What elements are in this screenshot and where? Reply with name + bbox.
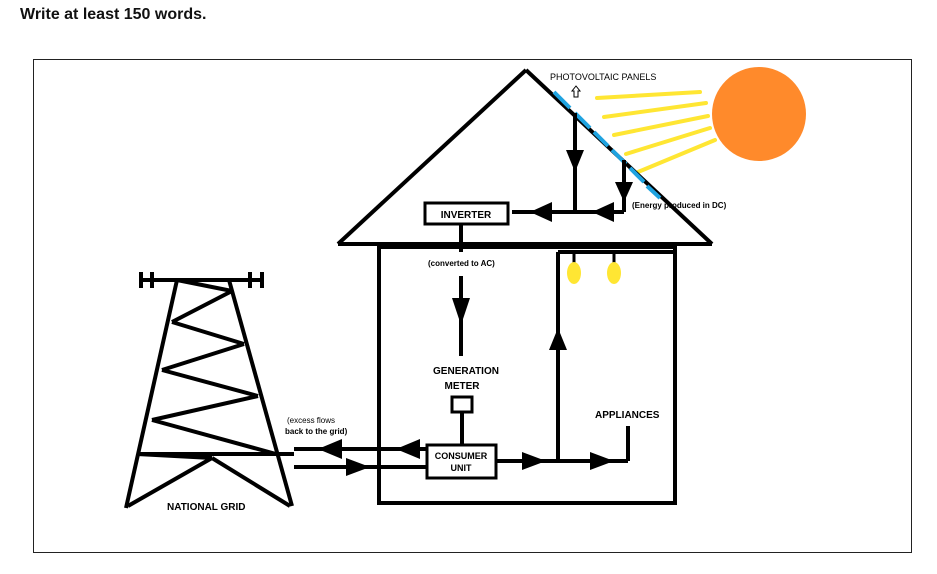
consumer-unit-box <box>425 443 498 480</box>
diagram-frame <box>33 59 912 553</box>
generation-meter-box <box>450 395 474 414</box>
inverter-box <box>423 201 510 226</box>
panel-wires <box>512 113 626 214</box>
electricity-pylon <box>124 272 294 509</box>
inverter-label: INVERTER <box>441 210 492 221</box>
energy-dc-label: (Energy produced in DC) <box>632 201 727 210</box>
excess-label-line2: back to the grid) <box>285 427 348 436</box>
ac-flow-arrow <box>452 298 470 325</box>
excess-label-line1: (excess flows <box>287 416 335 425</box>
national-grid-label: NATIONAL GRID <box>167 502 246 513</box>
appliances-label: APPLIANCES <box>595 410 660 421</box>
instruction-text: Write at least 150 words. <box>20 6 207 23</box>
appliance-flow-arrows <box>522 328 614 470</box>
house-body <box>377 245 677 505</box>
grid-flow-arrows <box>318 439 420 476</box>
generation-meter-label-line2: METER <box>445 381 481 392</box>
sun <box>712 67 806 161</box>
consumer-unit-label-line2: UNIT <box>451 463 472 473</box>
sun-rays <box>595 90 717 174</box>
generation-meter-label-line1: GENERATION <box>433 366 499 377</box>
photovoltaic-panels-label: PHOTOVOLTAIC PANELS <box>550 72 656 82</box>
consumer-unit-label-line1: CONSUMER <box>435 451 488 461</box>
light-bulbs <box>567 252 621 284</box>
appliance-wires <box>496 250 676 463</box>
converted-ac-label: (converted to AC) <box>428 259 495 268</box>
dc-flow-arrows <box>530 150 633 222</box>
up-arrow-icon <box>570 85 582 98</box>
